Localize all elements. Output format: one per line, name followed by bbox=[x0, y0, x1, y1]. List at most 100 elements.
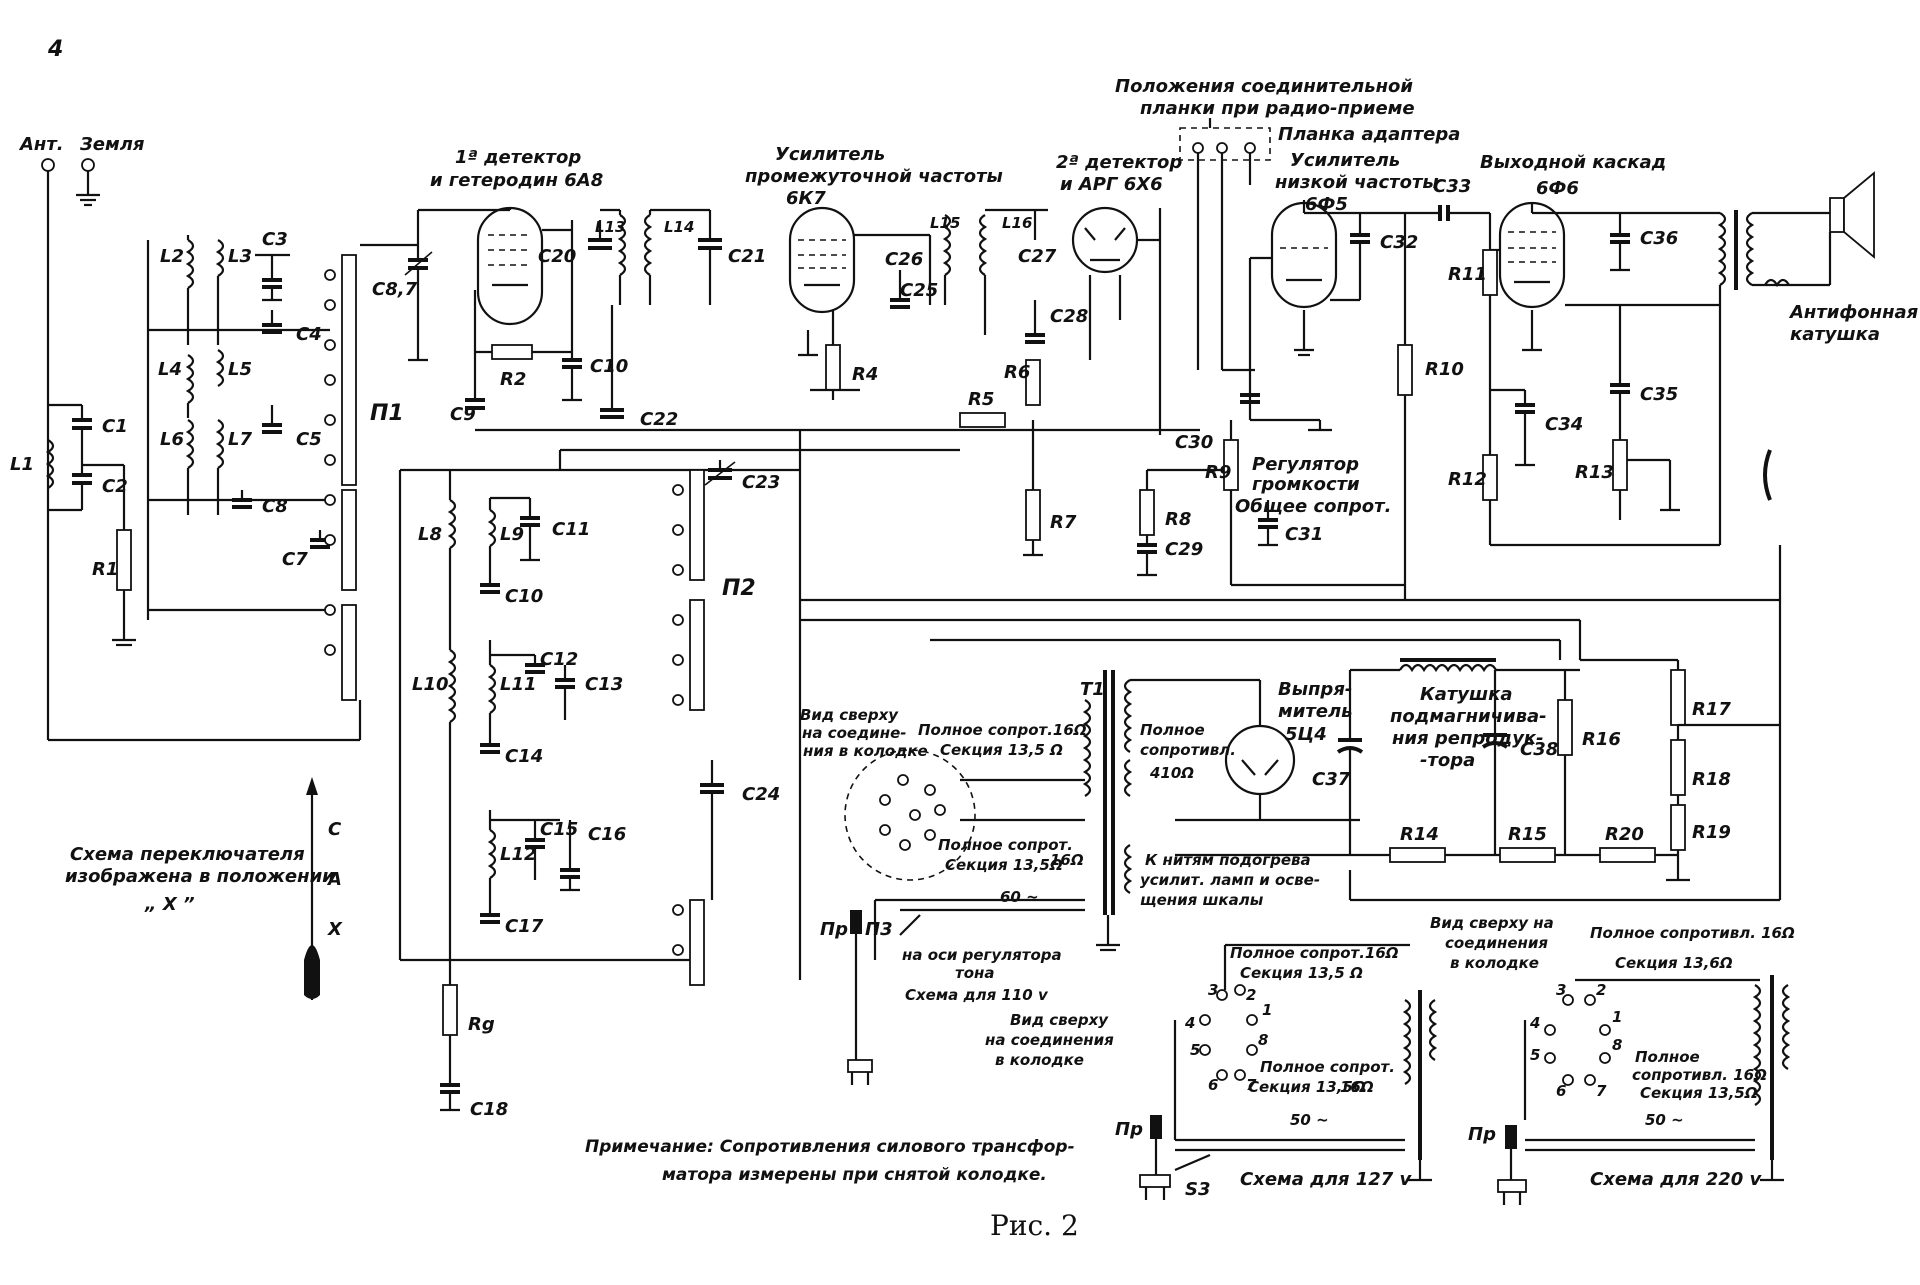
det2-title-line2: и АРГ 6Х6 bbox=[1060, 174, 1163, 195]
conn110-title3: ния в колодке bbox=[803, 742, 928, 760]
coil-l1: L1 bbox=[10, 439, 55, 489]
capacitor-c27: C27 bbox=[1018, 210, 1057, 267]
label-c36: C36 bbox=[1640, 228, 1678, 249]
label-l7: L7 bbox=[228, 429, 252, 450]
resistor-r10: R10 bbox=[1397, 213, 1464, 600]
s127-mid2: Секция 13,5Ω bbox=[1248, 1078, 1366, 1096]
label-p2: П2 bbox=[722, 576, 756, 601]
antenna-terminal: Ант. bbox=[18, 134, 64, 740]
label-l1: L1 bbox=[10, 454, 34, 475]
capacitor-c15: C15 bbox=[490, 818, 578, 880]
label-c22: C22 bbox=[640, 409, 678, 430]
det1-title-line1: 1ª детектор bbox=[455, 147, 581, 168]
s127-caption: Схема для 127 v bbox=[1240, 1169, 1413, 1190]
label-l11: L11 bbox=[500, 674, 537, 695]
label-c29: C29 bbox=[1165, 539, 1203, 560]
conn110-total: Полное сопрот. bbox=[938, 836, 1073, 854]
resistor-r17: R17 bbox=[1670, 660, 1731, 726]
secondary-line1: Полное bbox=[1140, 721, 1205, 739]
antiphon-coil: Антифонная катушка bbox=[1763, 302, 1919, 501]
field-coil: Катушка подмагничива- ния репродук- -тор… bbox=[1350, 658, 1580, 771]
s127-pin1: 1 bbox=[1262, 1001, 1272, 1019]
secondary-line2: сопротивл. bbox=[1140, 741, 1236, 759]
capacitor-c10-osc: C10 bbox=[480, 575, 543, 607]
label-r2: R2 bbox=[500, 369, 526, 390]
capacitor-c13: C13 bbox=[555, 665, 623, 720]
coil-l11: L11 bbox=[487, 640, 537, 735]
if-transformer-2: L15 L16 bbox=[928, 208, 1048, 335]
label-l6: L6 bbox=[160, 429, 184, 450]
capacitor-c28: C28 bbox=[1025, 300, 1088, 344]
s127-mid1: Полное сопрот. bbox=[1260, 1058, 1395, 1076]
resistor-r4: R4 bbox=[825, 310, 878, 400]
switch-p3: П3 bbox=[865, 919, 893, 940]
antiphon-line2: катушка bbox=[1790, 324, 1880, 345]
ground-terminal: Земля bbox=[76, 134, 145, 207]
label-c12: C12 bbox=[540, 649, 578, 670]
label-l5: L5 bbox=[228, 359, 252, 380]
s127-pin8: 8 bbox=[1258, 1031, 1268, 1049]
label-r11: R11 bbox=[1448, 264, 1487, 285]
capacitor-c33: C33 bbox=[1433, 176, 1490, 221]
capacitor-c11: C11 bbox=[490, 496, 590, 562]
footnote-line2: матора измерены при снятой колодке. bbox=[662, 1165, 1047, 1185]
label-c30: C30 bbox=[1175, 432, 1213, 453]
resistor-r5: R5 bbox=[959, 389, 1006, 428]
label-c2: C2 bbox=[102, 476, 128, 497]
capacitor-c2: C2 bbox=[48, 465, 128, 512]
label-c27: C27 bbox=[1018, 246, 1057, 267]
if-title-line1: Усилитель bbox=[775, 144, 885, 165]
label-c26: C26 bbox=[885, 249, 923, 270]
label-r8: R8 bbox=[1165, 509, 1191, 530]
label-l14: L14 bbox=[664, 218, 694, 236]
s220-top1: Полное сопротивл. 16Ω bbox=[1590, 924, 1795, 942]
label-t1: Т1 bbox=[1080, 679, 1105, 700]
tube-6a8: 1ª детектор и гетеродин 6А8 bbox=[430, 147, 603, 326]
connector-110v: Вид сверху на соедине- ния в колодке Пол… bbox=[800, 706, 1087, 960]
conn110-ohm16: 16Ω bbox=[1050, 851, 1084, 869]
if-transformer-1: L13 L14 bbox=[595, 208, 710, 305]
capacitor-c35: C35 bbox=[1610, 305, 1678, 405]
label-r18: R18 bbox=[1692, 769, 1731, 790]
coil-l8: L8 bbox=[418, 470, 457, 650]
s127-pin3: 3 bbox=[1208, 981, 1218, 999]
label-c15: C15 bbox=[540, 819, 578, 840]
speaker bbox=[1752, 171, 1875, 288]
s220-pin1: 1 bbox=[1612, 1008, 1622, 1026]
label-l12: L12 bbox=[500, 844, 537, 865]
s220-pin2: 2 bbox=[1596, 981, 1606, 999]
ground-label: Земля bbox=[79, 134, 145, 155]
label-c10-osc: C10 bbox=[505, 586, 543, 607]
capacitor-c17: C17 bbox=[480, 905, 544, 937]
resistor-r14: R14 bbox=[1389, 824, 1446, 863]
switch-p2: П2 bbox=[672, 469, 756, 986]
s220-pin3: 3 bbox=[1556, 981, 1566, 999]
label-l4: L4 bbox=[158, 359, 182, 380]
switch-note-line1: Схема переключателя bbox=[70, 844, 305, 865]
tube-6x6: 2ª детектор и АРГ 6Х6 bbox=[1056, 152, 1182, 274]
label-c10: C10 bbox=[590, 356, 628, 377]
conn110-primary1: Полное сопрот.16Ω bbox=[918, 721, 1087, 739]
label-r6: R6 bbox=[1004, 362, 1030, 383]
capacitor-c18: C18 bbox=[440, 1083, 508, 1120]
capacitor-c23: C23 bbox=[704, 460, 780, 493]
position-arrow: С А Х bbox=[304, 777, 343, 1000]
field-line1: Катушка bbox=[1420, 684, 1513, 705]
volume-control: C30 R9 Регулятор громкости Общее сопрот. bbox=[1175, 368, 1405, 587]
out-title-line1: Выходной каскад bbox=[1480, 152, 1666, 173]
s220-mid2: сопротивл. 16Ω bbox=[1632, 1066, 1767, 1084]
label-l10: L10 bbox=[412, 674, 449, 695]
resistor-r1: R1 bbox=[82, 463, 136, 647]
det2-title-line1: 2ª детектор bbox=[1056, 152, 1182, 173]
label-c25: C25 bbox=[900, 280, 938, 301]
conn110-title1: Вид сверху bbox=[800, 706, 899, 724]
if-title-tube: 6К7 bbox=[786, 188, 826, 209]
plank-note-line2: планки при радио-приеме bbox=[1140, 98, 1415, 119]
label-r9: R9 bbox=[1205, 462, 1231, 483]
antenna-label: Ант. bbox=[18, 134, 64, 155]
label-l8: L8 bbox=[418, 524, 442, 545]
capacitor-c12: C12 bbox=[490, 649, 578, 674]
label-c5: C5 bbox=[296, 429, 322, 450]
scheme-220v: Вид сверху на соединения в колодке Полно… bbox=[1430, 914, 1795, 1205]
fuse-switch-110v: Пр П3 на оси регулятора тона Схема для 1… bbox=[820, 910, 1062, 1085]
